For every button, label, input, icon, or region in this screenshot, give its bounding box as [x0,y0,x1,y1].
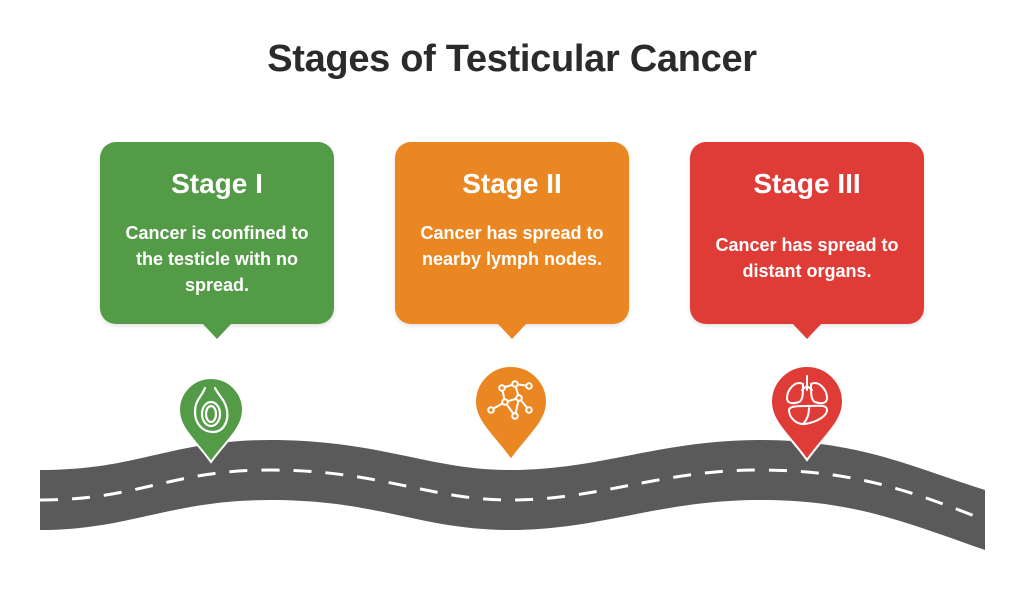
stage-1-title: Stage I [171,168,263,199]
lymph-nodes-icon [487,380,533,420]
stage-2-title: Stage II [462,168,562,199]
stage-3-card: Stage III Cancer has spread to distant o… [690,142,924,339]
road-center-line [39,468,986,522]
page-title: Stages of Testicular Cancer [267,38,757,80]
stage-3-title: Stage III [753,168,861,199]
stage-1-card: Stage I Cancer is confined to the testic… [100,142,334,339]
stage-2-pin [473,365,549,462]
stage-3-description: Cancer has spread to distant organs. [715,235,899,281]
lungs-liver-icon [786,375,828,426]
stage-2-description: Cancer has spread to nearby lymph nodes. [420,223,604,269]
stage-1-description: Cancer is confined to the testicle with … [125,223,309,295]
stage-2-card: Stage II Cancer has spread to nearby lym… [395,142,629,339]
stage-3-pin [769,365,845,462]
stage-1-pin [177,377,245,464]
testicle-icon [193,386,229,434]
road [40,440,985,550]
